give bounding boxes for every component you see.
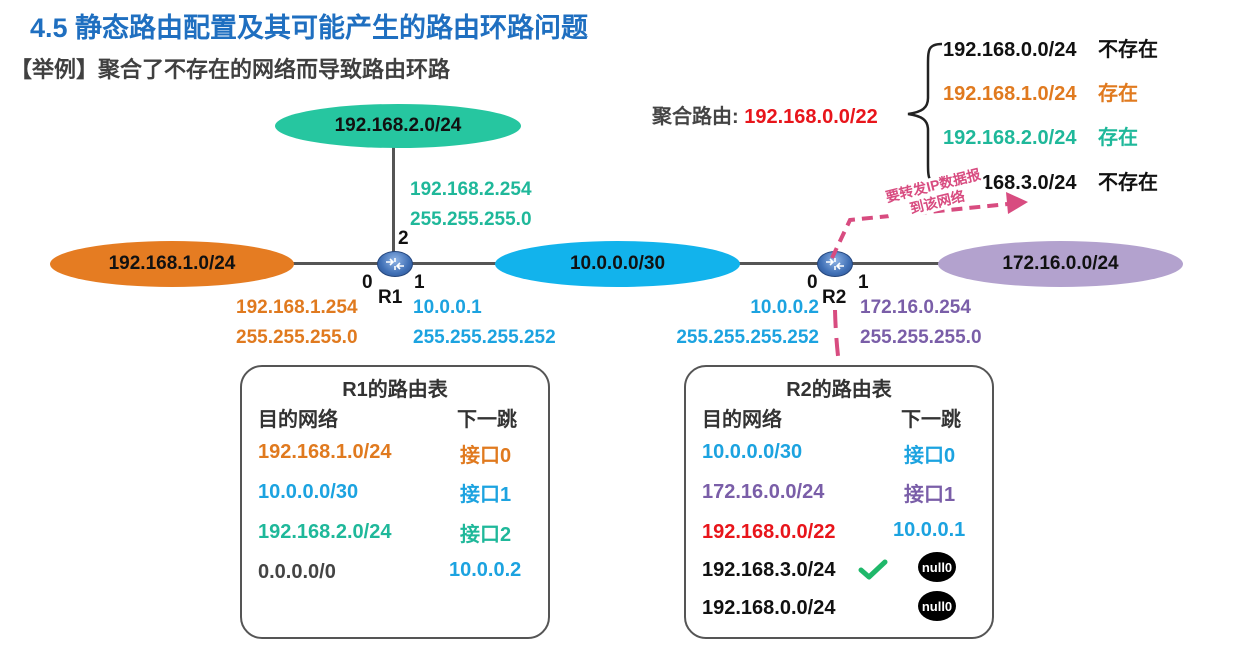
network-label: 10.0.0.0/30 <box>569 253 666 274</box>
null0-label: null0 <box>921 559 953 575</box>
r1-routing-table: R1的路由表 目的网络 下一跳 192.168.1.0/24 接口0 10.0.… <box>240 365 550 639</box>
r2-routing-table: R2的路由表 目的网络 下一跳 10.0.0.0/30 接口0 172.16.0… <box>684 365 994 639</box>
link-n10-r2 <box>725 262 819 265</box>
mask-text: 255.255.255.0 <box>860 327 982 348</box>
table-row-dest: 192.168.3.0/24 <box>702 559 836 581</box>
network-label: 192.168.2.0/24 <box>334 115 462 136</box>
column-header-next: 下一跳 <box>457 409 517 431</box>
r1-if2-address: 192.168.2.254 255.255.255.0 <box>410 175 532 235</box>
link-r2-n172 <box>851 262 951 265</box>
mask-text: 255.255.255.0 <box>236 327 358 348</box>
aggregate-label: 聚合路由: <box>652 106 739 128</box>
router-label-r1: R1 <box>378 287 403 308</box>
network-172-16-0-0: 172.16.0.0/24 <box>938 241 1183 287</box>
r2-port-0: 0 <box>807 272 818 293</box>
network-192-168-2-0: 192.168.2.0/24 <box>275 104 521 148</box>
table-row-next: 10.0.0.1 <box>893 519 966 541</box>
aggregate-value: 192.168.0.0/22 <box>744 106 878 128</box>
aggregate-item-status: 不存在 <box>1098 172 1159 194</box>
table-row-dest: 192.168.1.0/24 <box>258 441 392 463</box>
link-r1-n2 <box>392 140 395 258</box>
column-header-dest: 目的网络 <box>258 409 338 431</box>
r2-port-1: 1 <box>858 272 869 293</box>
aggregate-item: 192.168.1.0/24 存在 <box>943 77 1138 106</box>
mask-text: 255.255.255.252 <box>676 327 819 348</box>
r2-if0-address: 10.0.0.2 255.255.255.252 <box>657 293 819 353</box>
router-icon <box>377 251 413 277</box>
network-10-0-0-0: 10.0.0.0/30 <box>495 241 740 287</box>
network-label: 192.168.1.0/24 <box>108 253 236 274</box>
aggregate-route: 聚合路由: 192.168.0.0/22 <box>652 100 878 129</box>
brace <box>907 42 943 186</box>
forward-arrow <box>830 192 1028 259</box>
table-row-next: 10.0.0.2 <box>449 559 522 581</box>
mask-text: 255.255.255.252 <box>413 327 556 348</box>
mask-text: 255.255.255.0 <box>410 209 532 230</box>
table-title: R1的路由表 <box>342 379 448 401</box>
table-row-dest: 172.16.0.0/24 <box>702 481 825 503</box>
table-row-dest: 192.168.0.0/24 <box>702 597 836 619</box>
page-title: 4.5 静态路由配置及其可能产生的路由环路问题 <box>30 13 589 43</box>
table-row-next: 接口2 <box>460 524 512 546</box>
ip-text: 172.16.0.254 <box>860 297 971 318</box>
r1-if1-address: 10.0.0.1 255.255.255.252 <box>413 293 556 353</box>
table-row-dest: 10.0.0.0/30 <box>258 481 359 503</box>
aggregate-item-net: 192.168.2.0/24 <box>943 127 1077 149</box>
aggregate-item-net: 192.168.1.0/24 <box>943 83 1077 105</box>
r1-if0-address: 192.168.1.254 255.255.255.0 <box>236 293 358 353</box>
null0-label: null0 <box>921 598 953 614</box>
column-header-next: 下一跳 <box>901 409 961 431</box>
link-r1-n10 <box>412 262 512 265</box>
network-label: 172.16.0.0/24 <box>1002 253 1119 274</box>
table-row-next: 接口0 <box>460 445 512 467</box>
link-n1-r1 <box>270 262 380 265</box>
table-row-next: 接口1 <box>460 484 512 506</box>
ip-text: 192.168.1.254 <box>236 297 358 318</box>
ip-text: 10.0.0.2 <box>750 297 819 318</box>
aggregate-item-net: 192.168.0.0/24 <box>943 39 1077 61</box>
null0-badge: null0 <box>918 591 956 621</box>
table-row-next: 接口1 <box>904 484 956 506</box>
r1-port-2: 2 <box>398 228 409 249</box>
table-row-dest: 192.168.2.0/24 <box>258 521 392 543</box>
null0-badge: null0 <box>918 552 956 582</box>
table-title: R2的路由表 <box>786 379 892 401</box>
column-header-dest: 目的网络 <box>702 409 782 431</box>
router-icon <box>817 251 853 277</box>
table-row-dest: 0.0.0.0/0 <box>258 561 336 583</box>
r1-port-0: 0 <box>362 272 373 293</box>
table-row-next: 接口0 <box>904 445 956 467</box>
page-subtitle: 【举例】聚合了不存在的网络而导致路由环路 <box>10 57 451 82</box>
router-label-r2: R2 <box>822 287 847 308</box>
network-192-168-1-0: 192.168.1.0/24 <box>50 241 294 287</box>
aggregate-item-status: 不存在 <box>1098 39 1159 61</box>
r1-port-1: 1 <box>414 272 425 293</box>
ip-text: 192.168.2.254 <box>410 179 532 200</box>
aggregate-item: 192.168.2.0/24 存在 <box>943 121 1138 150</box>
aggregate-item: 192.168.0.0/24 不存在 <box>943 33 1158 62</box>
aggregate-item-status: 存在 <box>1098 127 1139 149</box>
table-row-dest: 10.0.0.0/30 <box>702 441 803 463</box>
check-icon <box>858 559 888 580</box>
r2-if1-address: 172.16.0.254 255.255.255.0 <box>860 293 982 353</box>
table-row-dest: 192.168.0.0/22 <box>702 521 836 543</box>
aggregate-item-status: 存在 <box>1098 83 1139 105</box>
ip-text: 10.0.0.1 <box>413 297 482 318</box>
